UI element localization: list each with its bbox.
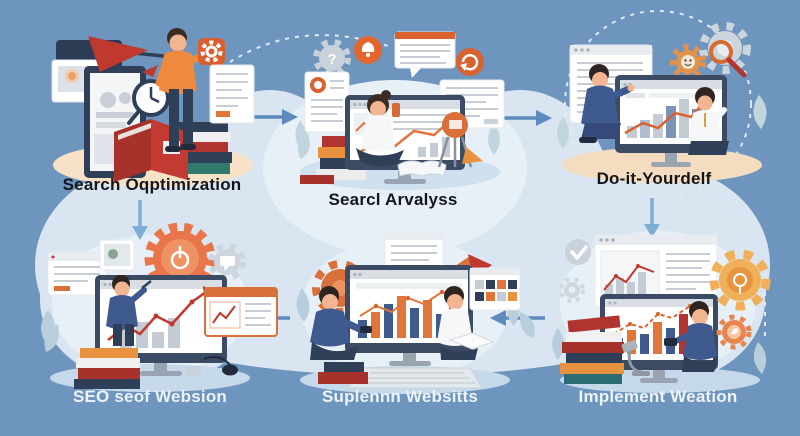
step-label-1: Search Oqptimization <box>62 175 242 194</box>
step-label-2: Searcl Arvalyss <box>328 190 458 209</box>
analytics-window <box>204 287 278 337</box>
document-card <box>304 71 350 133</box>
document-card <box>209 64 255 124</box>
step-5-illustration <box>296 231 535 394</box>
gear-magnifier-icon <box>699 22 751 78</box>
person-left <box>310 286 372 360</box>
small-gear-icon <box>559 277 585 303</box>
person-teacher <box>106 275 152 346</box>
telescope-illustration <box>437 112 483 168</box>
step-1-illustration <box>51 28 255 187</box>
person-pointing <box>579 64 635 143</box>
mouse-illustration <box>186 356 238 376</box>
step-label-6: Implement Weation <box>578 387 738 406</box>
person-right <box>437 286 495 360</box>
step-4-illustration <box>41 222 278 392</box>
leaf-decoration <box>295 120 500 159</box>
gear-face-icon <box>670 44 706 80</box>
gear-icon <box>709 249 771 311</box>
book-stack <box>168 122 232 174</box>
keyboard-illustration <box>347 367 483 389</box>
step-label-4: SEO seof Websion <box>72 387 228 406</box>
gear-chat-icon <box>208 243 246 281</box>
gear-badge-icon <box>198 38 225 65</box>
person-kneeling <box>688 87 729 155</box>
book-stack <box>74 348 140 389</box>
bell-icon <box>354 36 382 64</box>
badge-icon <box>716 314 752 350</box>
step-label-3: Do-it-Yourdelf <box>596 169 712 188</box>
book-stack <box>560 315 624 384</box>
photo-frame-icon <box>99 239 135 271</box>
browser-window <box>594 234 718 308</box>
arrow-step1-to-step4 <box>132 200 148 240</box>
desk-lamp-illustration <box>621 340 650 376</box>
open-book <box>397 160 447 177</box>
person-sitting <box>664 301 718 372</box>
book-stack <box>300 136 366 184</box>
leaf-decoration <box>552 328 767 374</box>
question-gear-icon: ? <box>313 39 351 77</box>
question-mark-glyph: ? <box>327 51 336 68</box>
leaf-decoration <box>41 310 59 352</box>
arrow-step3-to-step6 <box>644 198 660 238</box>
browser-card <box>47 252 107 296</box>
refresh-icon <box>456 48 484 76</box>
person-analyst <box>356 90 404 167</box>
step-2-illustration: ? <box>295 31 505 190</box>
leaf-decoration <box>557 95 767 149</box>
step-3-illustration <box>557 22 767 183</box>
swatch-window <box>469 267 521 311</box>
step-6-illustration <box>552 234 771 393</box>
step-label-5: Suplennn Websitts <box>321 387 479 406</box>
check-circle-icon <box>565 239 591 265</box>
book-stack <box>318 362 368 384</box>
speech-bubble-document <box>394 31 456 78</box>
